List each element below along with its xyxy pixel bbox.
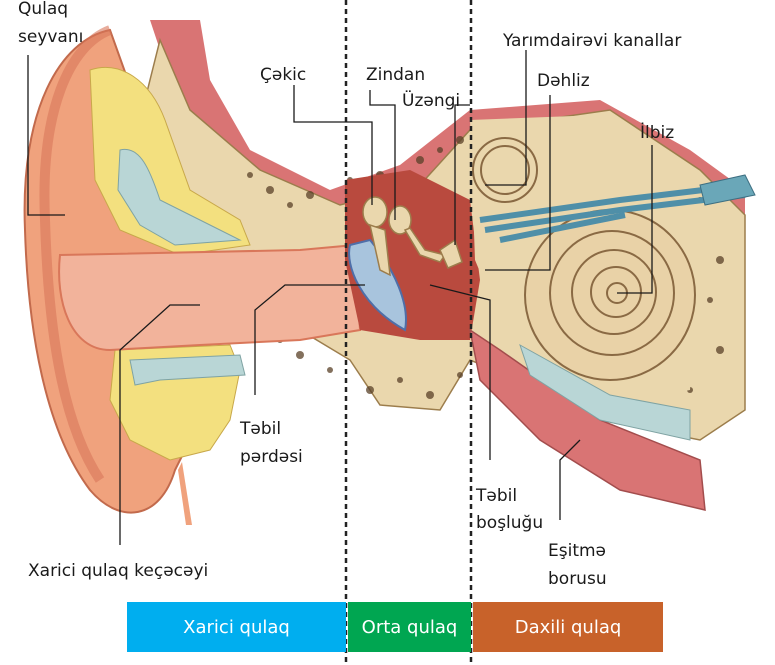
label-outer-ear-canal: Xarici qulaq keçəcəyi <box>28 560 208 582</box>
label-eustachian-line2: borusu <box>548 568 607 590</box>
label-pinna-line1: Qulaq <box>18 0 68 20</box>
label-anvil: Zindan <box>366 64 425 86</box>
ear-lobe-tag <box>178 462 192 525</box>
ear-canal <box>59 245 360 350</box>
label-tympanic-cavity-line1: Təbil <box>476 485 517 507</box>
label-hammer: Çəkic <box>260 64 306 86</box>
label-eardrum-line2: pərdəsi <box>240 446 303 468</box>
label-eardrum-line1: Təbil <box>240 418 281 440</box>
label-vestibule: Dəhliz <box>537 70 590 92</box>
label-tympanic-cavity-line2: boşluğu <box>476 512 543 534</box>
label-eustachian-line1: Eşitmə <box>548 540 606 562</box>
label-pinna-line2: seyvanı <box>18 26 83 48</box>
label-cochlea: İlbiz <box>640 122 674 144</box>
section-bar-middle-ear: Orta qulaq <box>348 602 471 652</box>
section-bar-inner-ear: Daxili qulaq <box>473 602 663 652</box>
section-bar-outer-ear: Xarici qulaq <box>127 602 346 652</box>
label-stirrup: Üzəngi <box>402 90 460 112</box>
label-semicircular-canals: Yarımdairəvi kanallar <box>503 30 681 52</box>
